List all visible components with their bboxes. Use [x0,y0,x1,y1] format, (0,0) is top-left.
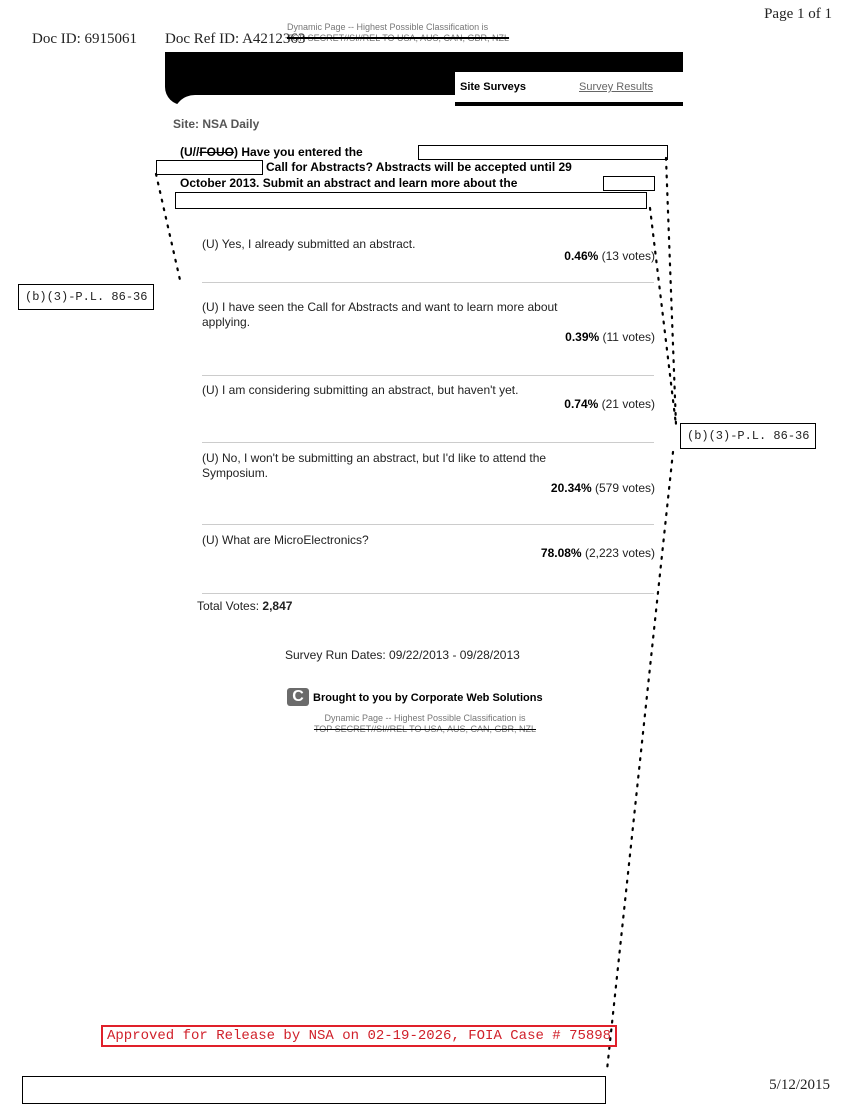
redaction-box [22,1076,606,1104]
total-votes-value: 2,847 [262,599,293,613]
option-text: (U) Yes, I already submitted an abstract… [202,237,416,251]
option-line-2: Symposium. [202,466,269,480]
option-line-1: (U) No, I won't be submitting an abstrac… [202,451,547,465]
brought-by: Brought to you by Corporate Web Solution… [313,692,543,704]
question-part-1: Have you entered the [241,145,363,159]
cws-logo-icon: C [287,688,309,706]
option-votes: (11 votes) [602,330,655,344]
option-result: 0.74% (21 votes) [400,397,655,411]
leader-line-bottom [605,450,675,1072]
total-votes: Total Votes: 2,847 [197,599,292,613]
redaction-box [603,176,655,191]
classification-banner-top: Dynamic Page -- Highest Possible Classif… [287,22,587,44]
nav-site-surveys[interactable]: Site Surveys [460,81,527,93]
question-part-3: October 2013. Submit an abstract and lea… [180,176,518,190]
option-votes: (579 votes) [594,481,655,495]
nav-panel [455,72,683,106]
total-votes-label: Total Votes: [197,599,260,613]
option-result: 0.39% (11 votes) [400,330,655,344]
separator [202,442,654,443]
doc-ref-id: Doc Ref ID: A4212363 [165,31,306,47]
classification-line-2: TOP SECRET//SI//REL TO USA, AUS, CAN, GB… [313,724,537,734]
marking-close: ) [234,145,239,159]
option-line-2: applying. [202,315,251,329]
option-percent: 0.39% [565,330,600,344]
classification-line-1: Dynamic Page -- Highest Possible Classif… [324,713,526,723]
question-part-2: Call for Abstracts? Abstracts will be ac… [266,160,572,174]
nav-survey-results[interactable]: Survey Results [579,81,653,93]
print-date: 5/12/2015 [769,1077,830,1093]
separator [202,375,654,376]
release-stamp: Approved for Release by NSA on 02-19-202… [101,1025,618,1047]
option-percent: 78.08% [540,546,582,560]
option-result: 20.34% (579 votes) [400,481,655,495]
leader-line-right-b [664,156,678,427]
classification-banner-bottom: Dynamic Page -- Highest Possible Classif… [240,713,610,735]
option-votes: (2,223 votes) [584,546,655,560]
marking-open: (U// [180,145,200,159]
option-result: 78.08% (2,223 votes) [400,546,655,560]
exemption-label-left: (b)(3)-P.L. 86-36 [18,284,155,310]
redaction-box [175,192,647,209]
option-percent: 20.34% [550,481,592,495]
question-line-1: (U//FOUO) Have you entered the [180,145,363,160]
classification-line-2: TOP SECRET//SI//REL TO USA, AUS, CAN, GB… [287,33,510,43]
page-number: Page 1 of 1 [764,6,832,22]
option-votes: (13 votes) [601,249,655,263]
option-result: 0.46% (13 votes) [400,249,655,263]
classification-line-1: Dynamic Page -- Highest Possible Classif… [287,22,489,32]
option-text: (U) What are MicroElectronics? [202,533,369,547]
option-line-1: (U) I have seen the Call for Abstracts a… [202,300,558,314]
leader-line-right-a [648,206,678,427]
marking-struck: FOUO [199,145,235,159]
separator [202,593,654,594]
option-text: (U) No, I won't be submitting an abstrac… [202,451,647,481]
doc-id: Doc ID: 6915061 [32,31,137,47]
separator [202,524,654,525]
redaction-box [418,145,668,160]
exemption-label-right: (b)(3)-P.L. 86-36 [680,423,817,449]
survey-run-dates: Survey Run Dates: 09/22/2013 - 09/28/201… [285,648,520,662]
option-text: (U) I have seen the Call for Abstracts a… [202,300,647,330]
option-percent: 0.46% [564,249,599,263]
site-label: Site: NSA Daily [173,117,260,131]
separator [202,282,654,283]
option-votes: (21 votes) [601,397,655,411]
leader-line-left [154,172,182,282]
option-percent: 0.74% [564,397,599,411]
redaction-box [156,160,263,175]
option-text: (U) I am considering submitting an abstr… [202,383,519,397]
